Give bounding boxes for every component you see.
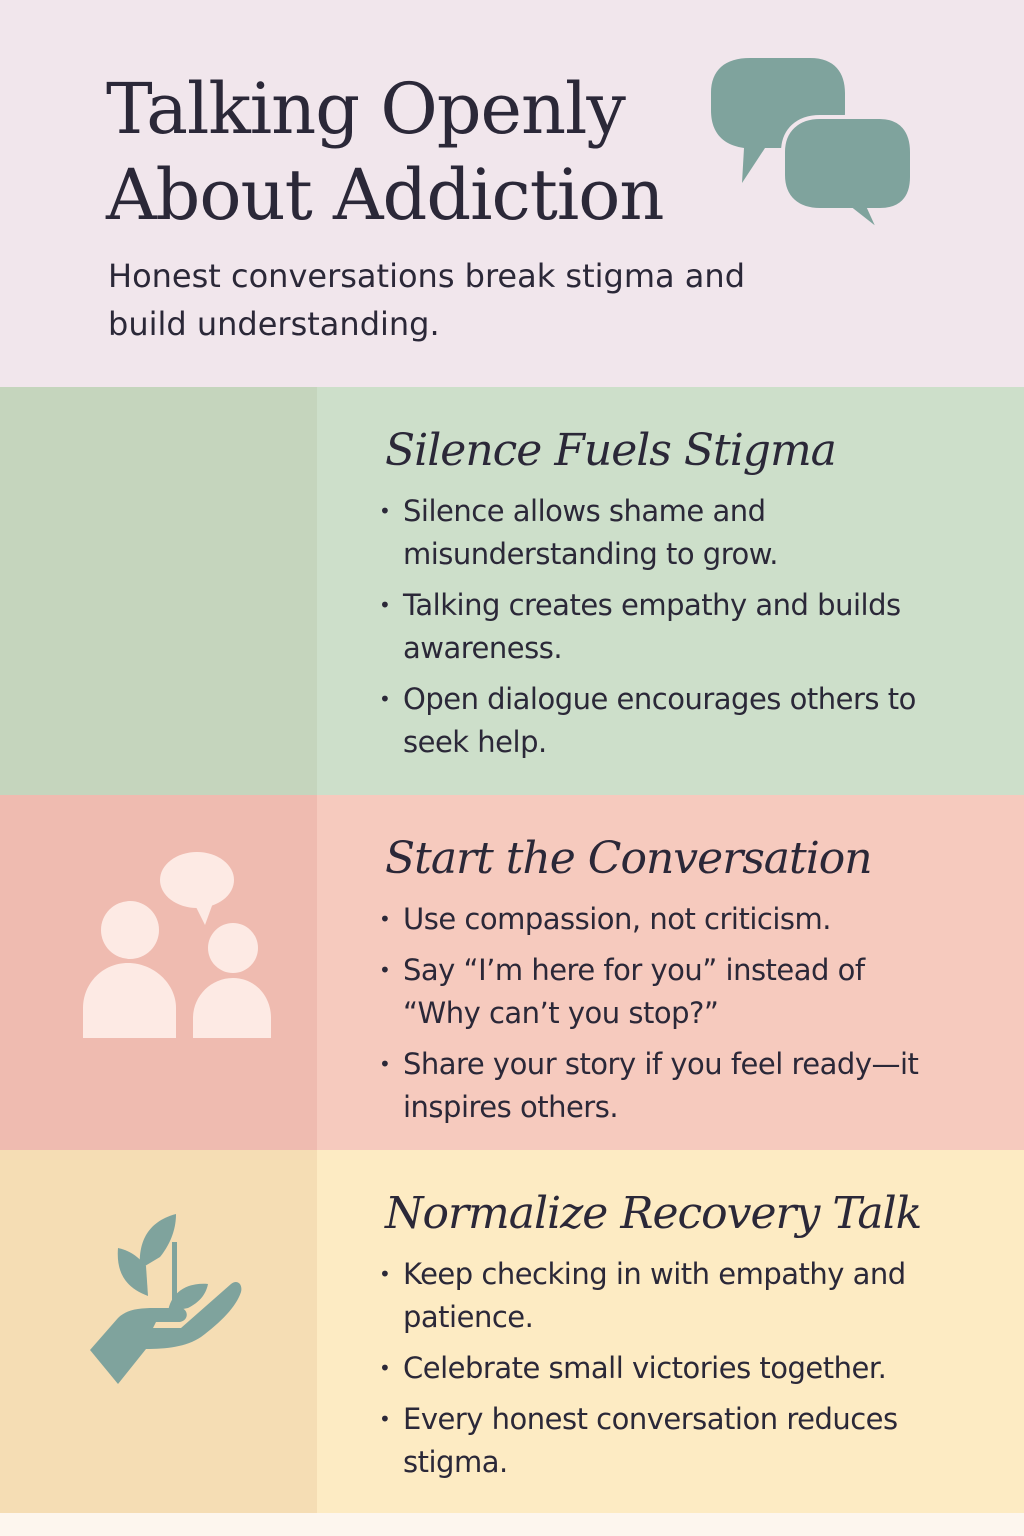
list-item: Celebrate small victories together. [379,1347,945,1390]
list-item: Talking creates empathy and builds aware… [379,584,945,670]
list-item: Say “I’m here for you” instead of “Why c… [379,949,945,1035]
section-title: Normalize Recovery Talk [385,1188,922,1239]
bullet-list: Silence allows shame and misunderstandin… [379,490,1024,764]
list-item: Every honest conversation reduces stigma… [379,1398,945,1484]
speech-bubbles-icon [711,58,914,234]
hand-plant-icon [90,1214,242,1384]
bullet-list: Use compassion, not criticism. Say “I’m … [379,898,1024,1129]
section-normalize-recovery-talk: Normalize Recovery Talk Keep checking in… [0,1150,1024,1513]
subtitle: Honest conversations break stigma and bu… [108,257,745,343]
section-title: Start the Conversation [385,833,873,884]
section-silence-fuels-stigma: Silence Fuels Stigma Silence allows sham… [0,387,1024,1015]
list-item: Use compassion, not criticism. [379,898,945,941]
list-item: Open dialogue encourages others to seek … [379,678,945,764]
list-item: Share your story if you feel ready—it in… [379,1043,945,1129]
section-start-the-conversation: Start the Conversation Use compassion, n… [0,795,1024,1150]
people-talking-icon [83,852,271,1038]
list-item: Keep checking in with empathy and patien… [379,1253,945,1339]
title-line-2: About Addiction [106,154,664,236]
title-line-1: Talking Openly [106,68,626,150]
section-title: Silence Fuels Stigma [385,425,837,476]
list-item: Silence allows shame and misunderstandin… [379,490,945,576]
page-title: Talking Openly About Addiction [106,66,664,238]
header: Talking Openly About Addiction Honest co… [0,0,1024,387]
bullet-list: Keep checking in with empathy and patien… [379,1253,1024,1484]
